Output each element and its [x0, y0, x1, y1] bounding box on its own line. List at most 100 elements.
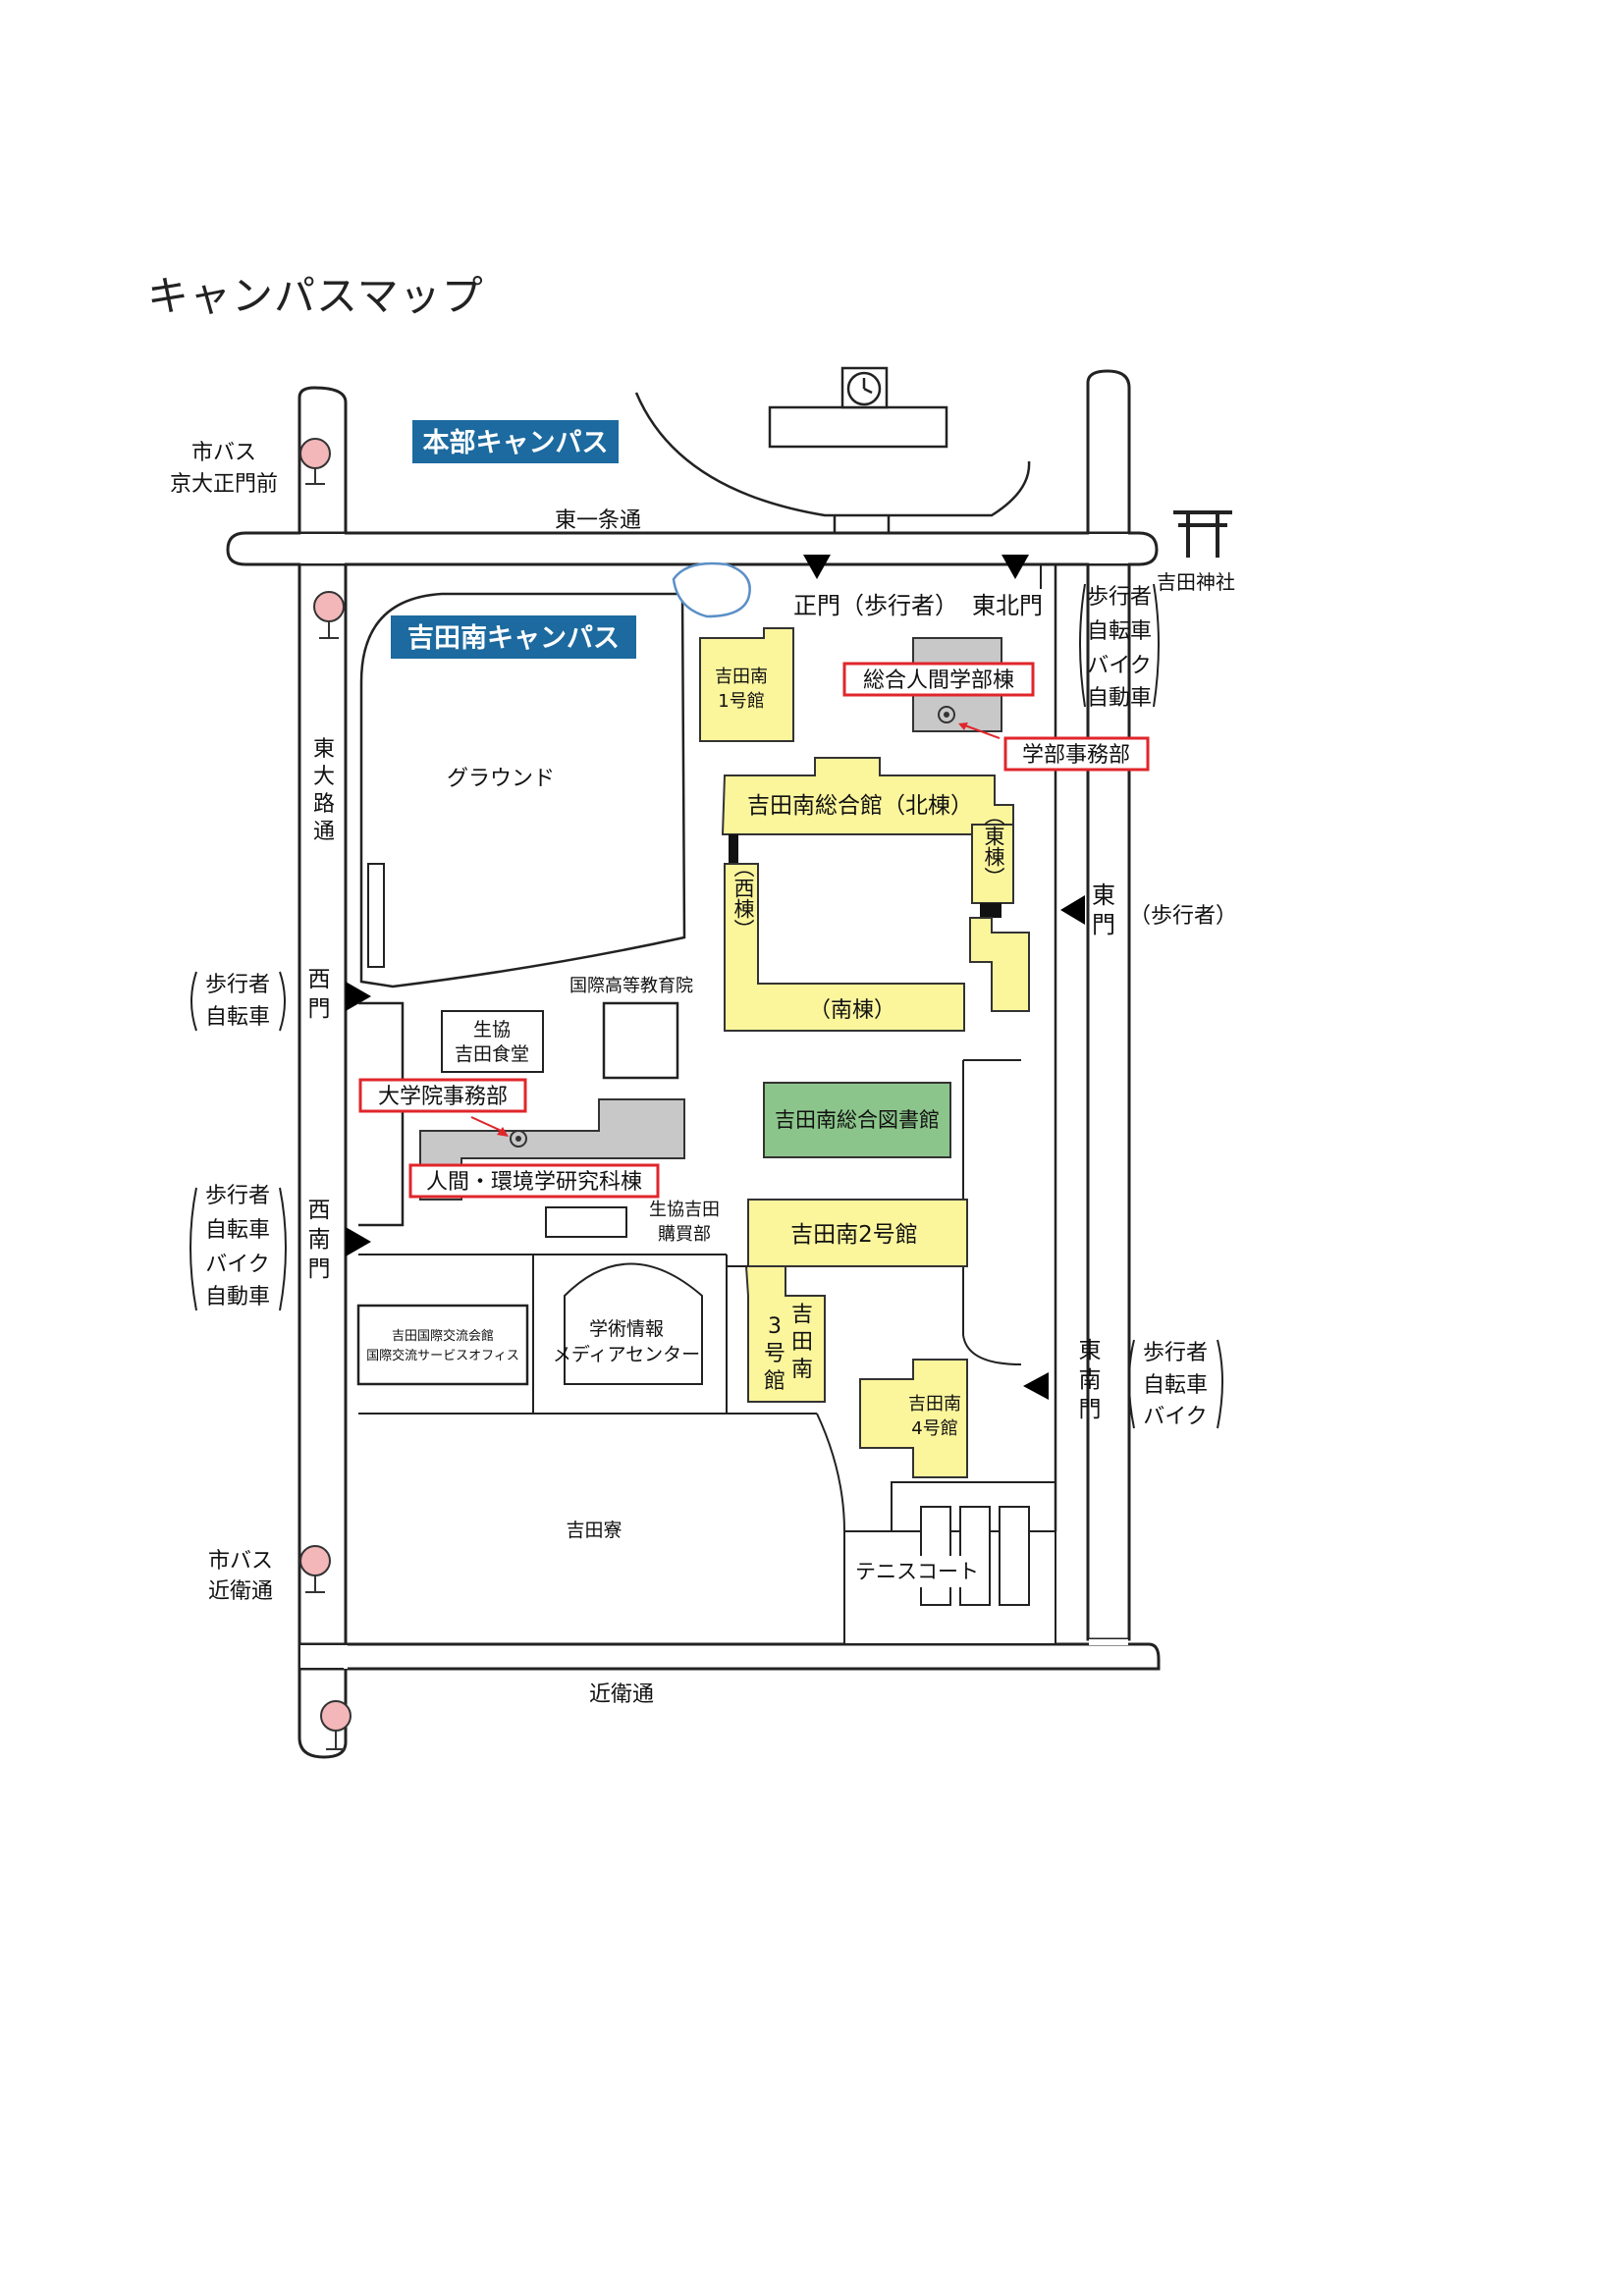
- svg-text:門: 門: [308, 1256, 331, 1282]
- higashiminamimon-label: 東 南 門: [1079, 1338, 1102, 1422]
- svg-text:門: 門: [308, 996, 331, 1022]
- svg-text:館: 館: [764, 1369, 785, 1394]
- minami-4-label-1: 吉田南: [908, 1394, 961, 1415]
- building-minami-3: [744, 1265, 826, 1403]
- honbu-arc: [634, 392, 1031, 517]
- seikyo-shokudo-label-2: 吉田食堂: [455, 1043, 529, 1065]
- konoe-road: [298, 1642, 1161, 1671]
- bus-stop-icon: [320, 1700, 352, 1750]
- svg-text:バイク: バイク: [205, 1253, 270, 1277]
- east-road: [1086, 369, 1131, 1641]
- building-library: [763, 1082, 951, 1158]
- media-center-label-1: 学術情報: [589, 1318, 664, 1340]
- ningen-kankyo-label: 人間・環境学研究科棟: [426, 1170, 642, 1195]
- svg-text:バイク: バイク: [1143, 1405, 1208, 1429]
- svg-text:東: 東: [1092, 881, 1115, 909]
- bus-stop-icon: [313, 591, 345, 639]
- kokusai-koto-label: 国際高等教育院: [569, 976, 693, 996]
- svg-text:田: 田: [791, 1330, 813, 1355]
- kokusai-koryu-label-1: 吉田国際交流会館: [392, 1328, 494, 1344]
- seikyo-kobai-label-1: 生協吉田: [649, 1200, 720, 1220]
- svg-text:南: 南: [1079, 1367, 1102, 1393]
- building-minami-2: [747, 1199, 968, 1267]
- svg-text:歩行者: 歩行者: [205, 973, 270, 997]
- tohokumon-label: 東北門: [972, 592, 1043, 619]
- page-title: キャンパスマップ: [147, 272, 484, 320]
- gakubu-jimu-highlight: [1003, 736, 1150, 772]
- svg-text:自転車: 自転車: [1143, 1373, 1208, 1398]
- access-notes-nishiminamimon: 歩行者 自転車 バイク 自動車: [189, 1184, 287, 1311]
- svg-text:自動車: 自動車: [1087, 686, 1152, 711]
- sogo-ningen-label: 総合人間学部棟: [863, 668, 1014, 693]
- seikyo-shokudo-building: [441, 1010, 544, 1073]
- bus-stop-seimon-line2: 京大正門前: [170, 472, 278, 497]
- svg-text:東大路通: 東大路通: [313, 737, 335, 844]
- building-minami-1: [699, 627, 794, 742]
- kokusai-koryu-building: [356, 1304, 529, 1386]
- minami-1-label-1: 吉田南: [715, 667, 768, 687]
- sogo-south-label: （南棟）: [809, 998, 895, 1023]
- honbu-campus-label-bg: [412, 420, 619, 463]
- seikyo-kobai-label-2: 購買部: [658, 1224, 711, 1245]
- higashi-ichijo-road: [226, 531, 1159, 566]
- sogo-ningen-highlight: [842, 662, 1035, 697]
- higashi-ichijo-label: 東一条通: [555, 508, 641, 533]
- yoshida-ryo-label: 吉田寮: [566, 1520, 622, 1541]
- access-notes-nishimon: 歩行者 自転車: [190, 971, 286, 1032]
- bus-stop-konoe-line1: 市バス: [208, 1549, 273, 1574]
- svg-text:南: 南: [791, 1358, 813, 1382]
- svg-text:門: 門: [1079, 1397, 1102, 1422]
- gate-arrow-icon: [1060, 895, 1085, 925]
- ningen-kankyo-highlight: [408, 1163, 660, 1199]
- building-minami-4: [859, 1359, 968, 1478]
- svg-text:歩行者: 歩行者: [1143, 1341, 1208, 1365]
- svg-text:東: 東: [1079, 1338, 1102, 1363]
- yoshida-jinja-label: 吉田神社: [1157, 570, 1235, 594]
- bus-stop-icon: [299, 438, 331, 485]
- building-sogo-east-annex: [969, 917, 1030, 1012]
- seimon-label: 正門（歩行者）: [793, 592, 958, 619]
- office-marker-icon: [510, 1130, 527, 1148]
- clock-tower-building: [768, 405, 948, 449]
- svg-text:自動車: 自動車: [205, 1285, 270, 1309]
- svg-text:吉: 吉: [791, 1303, 813, 1327]
- library-label: 吉田南総合図書館: [775, 1108, 940, 1132]
- building-sogo-west: [724, 863, 965, 1032]
- svg-text:南: 南: [308, 1227, 331, 1253]
- bus-stop-seimon-line1: 市バス: [191, 441, 256, 465]
- daigakuin-jimu-label: 大学院事務部: [378, 1085, 508, 1109]
- svg-text:西: 西: [308, 967, 331, 992]
- gate-arrow-icon: [1001, 555, 1029, 579]
- access-notes-higashiminamimon: 歩行者 自転車 バイク: [1128, 1339, 1223, 1429]
- minami-3-label: 3 号 館 吉 田 南: [764, 1303, 813, 1394]
- building-sogo-north: [721, 757, 1014, 835]
- svg-text:号: 号: [764, 1342, 785, 1366]
- minami-1-label-2: 1号館: [718, 691, 764, 712]
- ground-label: グラウンド: [447, 767, 555, 791]
- gate-arrow-icon: [346, 1227, 371, 1256]
- svg-text:3: 3: [768, 1314, 782, 1339]
- higashi-oji-label: 東大路通: [313, 737, 335, 844]
- honbu-campus-label: 本部キャンパス: [423, 427, 609, 458]
- sogo-east-label: （東棟）: [982, 805, 1005, 887]
- svg-text:歩行者: 歩行者: [205, 1184, 270, 1208]
- sogo-north-label: 吉田南総合館（北棟）: [747, 793, 973, 819]
- svg-text:門: 門: [1092, 911, 1115, 938]
- clock-icon: [846, 371, 882, 406]
- nishimon-label: 西 門: [308, 967, 331, 1022]
- kokusai-koto-building: [602, 1001, 679, 1080]
- bus-stop-icon: [299, 1545, 331, 1593]
- kokusai-koryu-label-2: 国際交流サービスオフィス: [366, 1348, 519, 1363]
- torii-icon: [1173, 510, 1232, 558]
- gate-arrow-icon: [803, 555, 831, 579]
- gate-arrow-icon: [1023, 1372, 1049, 1400]
- office-marker-icon: [938, 706, 955, 723]
- svg-text:自転車: 自転車: [1087, 619, 1152, 644]
- access-notes-tohokumon: 歩行者 自転車 バイク 自動車: [1079, 583, 1160, 711]
- higashimon-note: （歩行者）: [1129, 904, 1237, 929]
- svg-text:自転車: 自転車: [205, 1218, 270, 1243]
- ground-outline: [359, 592, 686, 988]
- minami-4-label-2: 4号館: [911, 1418, 957, 1439]
- seikyo-shokudo-label-1: 生協: [473, 1019, 511, 1041]
